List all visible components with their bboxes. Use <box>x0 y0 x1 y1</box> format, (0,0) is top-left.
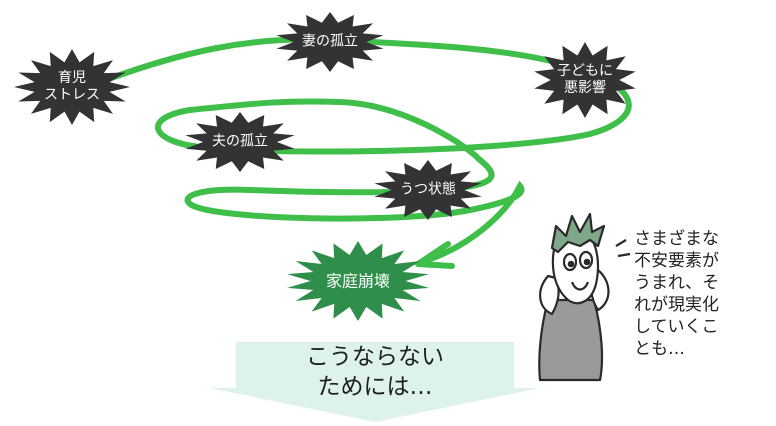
burst-otto-shape <box>185 112 295 172</box>
label-ikuji-line1: 育児 <box>58 70 86 86</box>
burst-katei-shape <box>287 241 429 321</box>
conclusion-banner <box>210 342 540 422</box>
burst-otto <box>185 112 295 172</box>
spiral-arrowhead <box>415 241 455 269</box>
side-note: さまざまな 不安要素が うまれ、そ れが現実化 していくこ とも… <box>634 229 720 359</box>
conclusion-line2: ためには… <box>317 374 433 400</box>
burst-ikuji <box>14 49 130 125</box>
label-tsuma-line1: 妻の孤立 <box>302 33 358 50</box>
label-utsu: うつ状態 <box>400 182 456 199</box>
label-kodomo-line2: 悪影響 <box>564 80 606 96</box>
label-katei-line1: 家庭崩壊 <box>325 271 391 291</box>
conclusion-line1: こうならない <box>306 344 444 370</box>
label-ikuji: 育児 ストレス <box>44 70 100 104</box>
label-kodomo-line1: 子どもに <box>557 63 613 79</box>
label-otto: 夫の孤立 <box>212 134 268 151</box>
burst-utsu-shape <box>374 160 482 220</box>
conclusion-text: こうならない ためには… <box>236 342 514 422</box>
burst-kodomo-shape <box>534 42 636 118</box>
burst-ikuji-shape <box>14 49 130 125</box>
burst-katei <box>287 241 429 321</box>
label-kodomo: 子どもに 悪影響 <box>557 63 613 97</box>
label-ikuji-line2: ストレス <box>44 87 100 103</box>
label-otto-line1: 夫の孤立 <box>212 133 268 150</box>
label-tsuma: 妻の孤立 <box>302 34 358 51</box>
burst-tsuma-shape <box>276 12 384 72</box>
burst-utsu <box>374 160 482 220</box>
label-utsu-line1: うつ状態 <box>400 181 456 198</box>
label-katei: 家庭崩壊 <box>326 272 390 291</box>
burst-tsuma <box>276 12 384 72</box>
burst-kodomo <box>534 42 636 118</box>
worried-man-icon <box>538 212 631 382</box>
